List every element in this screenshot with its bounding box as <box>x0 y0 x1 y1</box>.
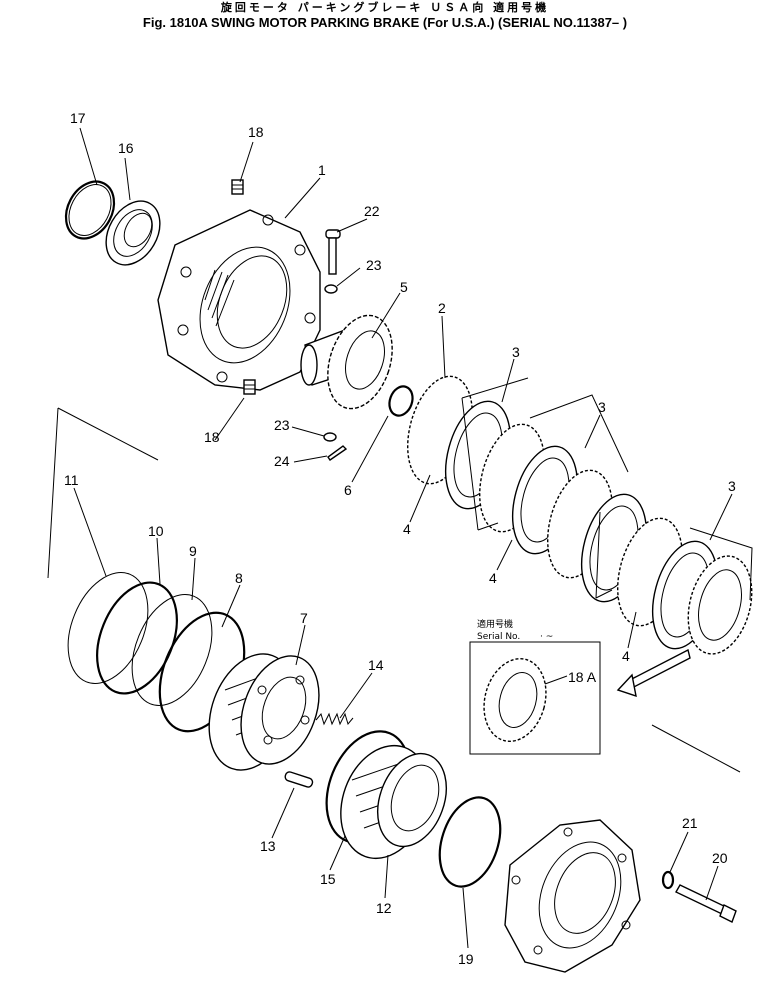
callout-12: 12 <box>376 900 392 916</box>
part-23-washer-top <box>324 284 338 294</box>
callout-21: 21 <box>682 815 698 831</box>
callout-3-c: 3 <box>728 478 736 494</box>
callout-16: 16 <box>118 140 134 156</box>
callout-4-c: 4 <box>622 648 630 664</box>
bracket-3-b <box>529 394 629 473</box>
callout-18-bottom: 18 <box>204 429 220 445</box>
leader-lines <box>73 127 733 949</box>
callout-9: 9 <box>189 543 197 559</box>
callout-10: 10 <box>148 523 164 539</box>
callout-13: 13 <box>260 838 276 854</box>
callout-3-a: 3 <box>512 344 520 360</box>
callout-18a: 18 A <box>568 669 597 685</box>
part-10-ring <box>96 581 178 695</box>
part-12-piston <box>340 744 447 860</box>
callout-15: 15 <box>320 871 336 887</box>
title-english: Fig. 1810A SWING MOTOR PARKING BRAKE (Fo… <box>142 15 628 30</box>
part-5-gear-shaft <box>300 314 393 410</box>
callout-11: 11 <box>64 472 79 488</box>
part-16-bearing <box>105 200 161 266</box>
part-19-o-ring <box>438 796 502 888</box>
callout-4-a: 4 <box>403 521 411 537</box>
end-cover <box>504 819 641 973</box>
callout-17: 17 <box>70 110 86 126</box>
callout-6: 6 <box>344 482 352 498</box>
part-7-piston <box>208 653 320 771</box>
callout-2: 2 <box>438 300 446 316</box>
part-11-ring <box>67 572 149 684</box>
assembly-ref-line-left <box>47 407 159 579</box>
assembly-ref-line-right <box>651 724 741 773</box>
part-22-pin <box>325 229 341 275</box>
part-14-spring <box>315 712 354 726</box>
callout-3-b: 3 <box>598 399 606 415</box>
callout-23-top: 23 <box>366 257 382 273</box>
callout-22: 22 <box>364 203 380 219</box>
bracket-3-a <box>461 377 529 531</box>
brake-disc-stack <box>407 375 753 655</box>
part-17-snap-ring <box>64 180 116 240</box>
callout-4-b: 4 <box>489 570 497 586</box>
part-6-o-ring <box>388 385 414 417</box>
part-20-bolt <box>675 884 737 923</box>
inset-serial-en: Serial No. <box>477 632 520 642</box>
view-arrow <box>616 648 691 698</box>
callout-20: 20 <box>712 850 728 866</box>
inset-part-18a <box>469 641 601 755</box>
callout-7: 7 <box>300 610 308 626</box>
part-9-ring <box>131 594 213 706</box>
part-23-washer-bottom <box>323 432 337 442</box>
inset-serial-jp: 適用号機 <box>477 618 513 630</box>
callout-18-top: 18 <box>248 124 264 140</box>
title-japanese: 旋回モータ パーキングブレーキ ＵＳＡ向 適用号機 <box>220 1 550 14</box>
callouts: 17 16 18 1 22 23 5 2 3 3 3 18 23 24 6 4 … <box>64 110 736 967</box>
part-21-washer <box>661 870 675 890</box>
part-18-plug-bottom <box>243 379 256 395</box>
part-18-plug-top <box>231 179 244 195</box>
callout-23-bottom: 23 <box>274 417 290 433</box>
part-1-housing <box>157 209 321 391</box>
callout-24: 24 <box>274 453 290 469</box>
bracket-3-d <box>689 527 753 601</box>
part-13-dowel-pin <box>284 771 314 788</box>
callout-19: 19 <box>458 951 474 967</box>
callout-14: 14 <box>368 657 384 673</box>
bracket-3-c <box>595 511 613 599</box>
inset-serial-dots: · ~ <box>540 632 553 642</box>
callout-1: 1 <box>318 162 326 178</box>
callout-5: 5 <box>400 279 408 295</box>
part-24-cotter-pin <box>327 445 348 461</box>
title-block: 旋回モータ パーキングブレーキ ＵＳＡ向 適用号機 Fig. 1810A SWI… <box>0 0 770 31</box>
callout-8: 8 <box>235 570 243 586</box>
